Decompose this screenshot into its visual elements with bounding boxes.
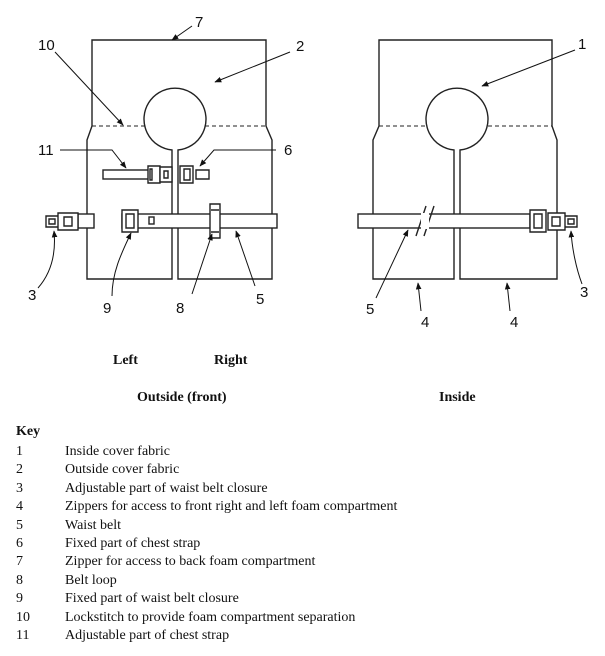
key-legend: Key 1 Inside cover fabric 2 Outside cover … <box>16 424 397 645</box>
label-left: Left <box>113 353 138 368</box>
outside-view <box>86 39 273 280</box>
leader-3-right <box>568 230 583 285</box>
leader-5-right <box>375 229 409 299</box>
callout-5-right: 5 <box>366 301 374 318</box>
label-inside: Inside <box>439 390 476 405</box>
leader-8 <box>191 233 213 295</box>
key-item-text: Adjustable part of waist belt closure <box>65 480 268 496</box>
key-item-number: 3 <box>16 480 23 496</box>
key-title: Key <box>16 424 41 439</box>
life-jacket-diagram: 7 10 2 1 11 6 3 9 8 5 5 4 4 3 Left Right… <box>28 14 588 405</box>
key-item-text: Outside cover fabric <box>65 462 180 478</box>
waist-belt-strap-left <box>77 213 95 229</box>
key-item: 5 Waist belt <box>16 517 397 535</box>
key-item-number: 7 <box>16 554 23 570</box>
inside-belt-buckle-adjustable <box>547 212 578 231</box>
key-item-text: Fixed part of chest strap <box>65 535 201 551</box>
callout-9: 9 <box>103 300 111 317</box>
key-item-text: Adjustable part of chest strap <box>65 627 230 643</box>
key-item: 8 Belt loop <box>16 572 397 590</box>
inside-belt-buckle-fixed <box>529 209 547 233</box>
leader-7 <box>171 25 193 41</box>
chest-strap-adjustable <box>102 169 150 180</box>
key-item: 9 Fixed part of waist belt closure <box>16 590 397 608</box>
key-item: 11 Adjustable part of chest strap <box>16 627 397 645</box>
key-item-number: 2 <box>16 462 23 478</box>
inside-view <box>372 39 558 280</box>
callout-1: 1 <box>578 36 586 53</box>
key-item: 3 Adjustable part of waist belt closure <box>16 480 397 498</box>
inside-belt-break-gap <box>421 213 429 229</box>
chest-strap-buckle-male <box>147 165 161 184</box>
belt-loop <box>209 203 221 239</box>
key-item-number: 8 <box>16 572 23 588</box>
key-item-text: Lockstitch to provide foam compartment s… <box>65 609 356 625</box>
key-item-text: Waist belt <box>65 517 122 533</box>
key-item-text: Zipper for access to back foam compartme… <box>65 554 316 570</box>
callout-8: 8 <box>176 300 184 317</box>
key-item-number: 11 <box>16 627 30 643</box>
leader-4-right <box>504 282 511 312</box>
chest-strap <box>102 165 210 184</box>
callout-3-right: 3 <box>580 284 588 301</box>
inside-waist-belt <box>357 205 578 237</box>
waist-belt-strap <box>121 213 278 229</box>
key-item-number: 10 <box>16 609 30 625</box>
key-item: 4 Zippers for access to front right and l… <box>16 498 397 516</box>
inside-belt-strap <box>357 213 531 229</box>
chest-strap-buckle-female <box>159 166 173 183</box>
key-item-number: 5 <box>16 517 23 533</box>
callout-7: 7 <box>195 14 203 31</box>
callout-10: 10 <box>38 37 55 54</box>
leader-10 <box>54 51 124 126</box>
label-right: Right <box>214 353 248 368</box>
leader-3-left <box>37 230 58 289</box>
waist-belt-fixed-buckle <box>121 209 139 233</box>
callout-6: 6 <box>284 142 292 159</box>
callout-2: 2 <box>296 38 304 55</box>
key-item-text: Inside cover fabric <box>65 444 170 459</box>
outside-body-outline <box>86 39 273 280</box>
leader-6 <box>199 149 276 167</box>
leader-2 <box>214 51 291 83</box>
callout-11: 11 <box>38 142 54 159</box>
key-item: 7 Zipper for access to back foam compartm… <box>16 553 397 571</box>
leader-5-left <box>235 230 256 287</box>
waist-belt-slot <box>148 216 155 225</box>
outside-waist-belt <box>45 203 278 239</box>
chest-strap-fixed <box>179 165 210 184</box>
callout-3-left: 3 <box>28 287 36 304</box>
inside-body-outline <box>372 39 558 280</box>
key-item-number: 9 <box>16 591 23 607</box>
callout-4-left: 4 <box>421 314 429 331</box>
leader-1 <box>481 49 576 87</box>
key-item-number: 1 <box>16 444 23 459</box>
key-item: 10 Lockstitch to provide foam compartment… <box>16 609 397 627</box>
key-item-text: Zippers for access to front right and le… <box>65 499 398 515</box>
callout-5-left: 5 <box>256 291 264 308</box>
key-item: 2 Outside cover fabric <box>16 461 397 479</box>
callout-numbers: 7 10 2 1 11 6 3 9 8 5 5 4 4 3 <box>28 14 588 331</box>
leader-4-left <box>415 282 422 312</box>
key-item: 6 Fixed part of chest strap <box>16 535 397 553</box>
callout-4-right: 4 <box>510 314 518 331</box>
key-item-number: 6 <box>16 535 23 551</box>
key-item-number: 4 <box>16 499 23 515</box>
leader-lines <box>37 25 583 312</box>
label-outside-front: Outside (front) <box>137 390 227 405</box>
leader-11 <box>60 149 127 169</box>
leader-9 <box>111 232 132 297</box>
key-item-text: Fixed part of waist belt closure <box>65 591 239 607</box>
key-item-text: Belt loop <box>65 572 117 588</box>
key-item: 1 Inside cover fabric <box>16 443 397 461</box>
waist-belt-buckle-left <box>45 212 79 231</box>
